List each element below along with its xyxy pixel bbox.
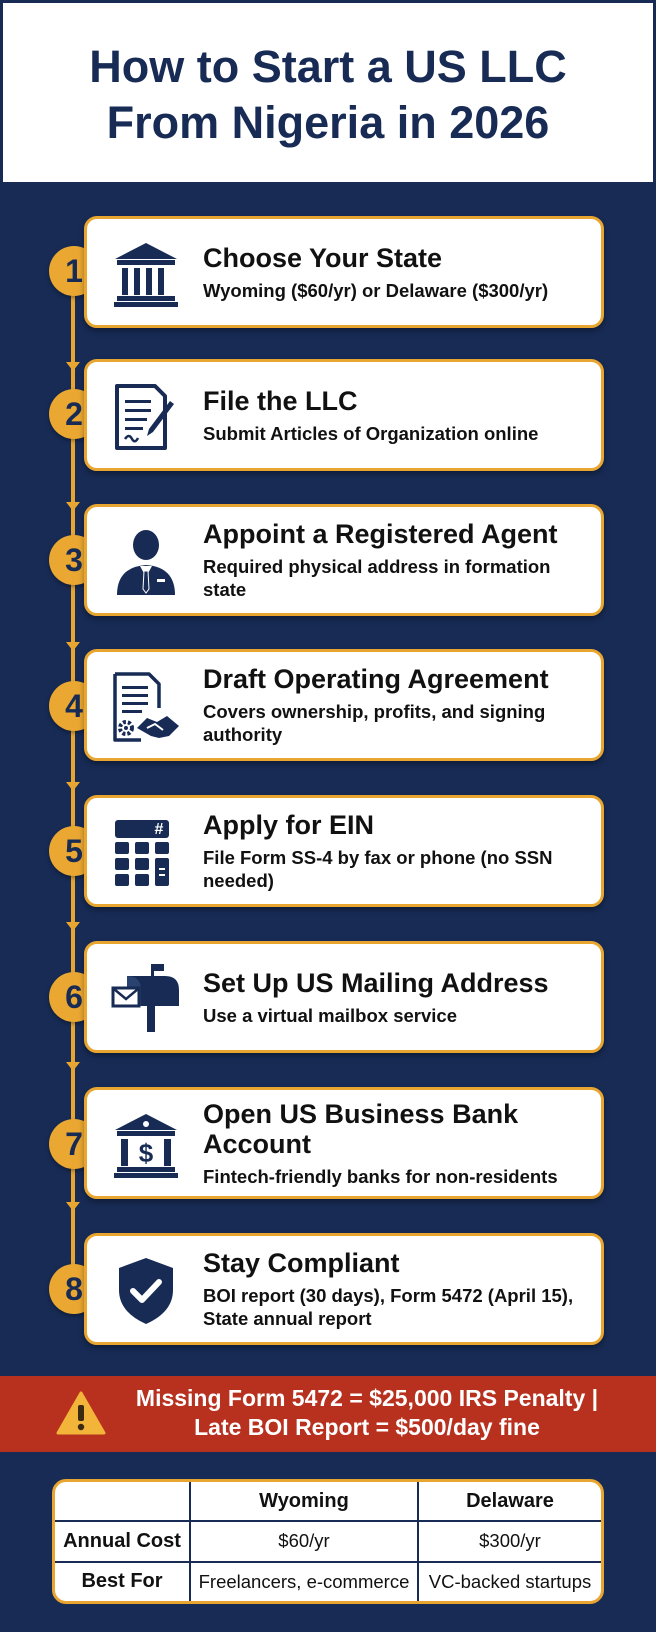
title-line-1: How to Start a US LLC [89, 41, 567, 92]
step-title: File the LLC [203, 385, 358, 416]
step-title: Draft Operating Agreement [203, 664, 549, 694]
table-header-row: Wyoming Delaware [55, 1482, 601, 1523]
step-description: Covers ownership, profits, and signing a… [203, 701, 546, 745]
alert-text: Missing Form 5472 = $25,000 IRS Penalty … [108, 1384, 626, 1442]
mailbox-icon [111, 964, 181, 1034]
table-cell: VC-backed startups [417, 1560, 601, 1601]
agreement-handshake-icon [111, 672, 181, 742]
step-card-2: File the LLC Submit Articles of Organiza… [84, 359, 604, 471]
agent-person-icon [111, 527, 181, 597]
table-row: Annual Cost $60/yr $300/yr [55, 1520, 601, 1563]
step-card-7: $ Open US Business Bank Account Fintech-… [84, 1087, 604, 1199]
table-header-delaware: Delaware [417, 1482, 601, 1523]
step-title: Set Up US Mailing Address [203, 967, 549, 998]
step-description: Wyoming ($60/yr) or Delaware ($300/yr) [203, 279, 549, 301]
table-cell: $300/yr [417, 1520, 601, 1563]
timeline-arrow [66, 782, 80, 791]
penalty-alert-banner: Missing Form 5472 = $25,000 IRS Penalty … [0, 1376, 656, 1452]
alert-line-1: Missing Form 5472 = $25,000 IRS Penalty … [135, 1385, 599, 1411]
document-pen-icon [111, 382, 181, 452]
timeline-arrow [66, 502, 80, 511]
svg-text:$: $ [139, 1138, 154, 1168]
title-line-2: From Nigeria in 2026 [106, 97, 550, 148]
step-card-8: Stay Compliant BOI report (30 days), For… [84, 1233, 604, 1345]
row-label: Best For [55, 1560, 191, 1601]
step-card-6: Set Up US Mailing Address Use a virtual … [84, 941, 604, 1053]
step-description: Submit Articles of Organization online [203, 422, 539, 444]
alert-line-2: Late BOI Report = $500/day fine [194, 1414, 540, 1440]
state-comparison-table: Wyoming Delaware Annual Cost $60/yr $300… [52, 1479, 604, 1604]
svg-text:#: # [155, 821, 164, 838]
timeline-arrow [66, 922, 80, 931]
page-title: How to Start a US LLC From Nigeria in 20… [3, 39, 653, 151]
timeline-arrow [66, 1062, 80, 1071]
timeline-arrow [66, 362, 80, 371]
calculator-keypad-icon: # [111, 818, 181, 888]
shield-check-icon [111, 1256, 181, 1326]
row-label: Annual Cost [55, 1520, 191, 1563]
courthouse-icon [111, 239, 181, 309]
step-title: Apply for EIN [203, 810, 375, 840]
table-cell: Freelancers, e-commerce [189, 1560, 419, 1601]
step-card-5: # Apply for EIN File Form SS-4 by fax or… [84, 795, 604, 907]
step-title: Stay Compliant [203, 1248, 400, 1278]
step-description: File Form SS-4 by fax or phone (no SSN n… [203, 847, 553, 891]
step-title: Choose Your State [203, 242, 443, 273]
timeline-arrow [66, 642, 80, 651]
table-row: Best For Freelancers, e-commerce VC-back… [55, 1560, 601, 1601]
step-card-4: Draft Operating Agreement Covers ownersh… [84, 649, 604, 761]
step-card-1: Choose Your State Wyoming ($60/yr) or De… [84, 216, 604, 328]
table-header-cell [55, 1482, 191, 1523]
bank-dollar-icon: $ [111, 1110, 181, 1180]
step-description: Use a virtual mailbox service [203, 1004, 457, 1026]
warning-triangle-icon [56, 1390, 106, 1436]
step-title: Open US Business Bank Account [203, 1098, 519, 1159]
table-header-wyoming: Wyoming [189, 1482, 419, 1523]
table-cell: $60/yr [189, 1520, 419, 1563]
header: How to Start a US LLC From Nigeria in 20… [0, 0, 656, 182]
timeline-arrow [66, 1202, 80, 1211]
step-title: Appoint a Registered Agent [203, 519, 558, 549]
step-description: Fintech-friendly banks for non-residents [203, 1165, 558, 1187]
step-description: BOI report (30 days), Form 5472 (April 1… [203, 1285, 574, 1329]
step-card-3: Appoint a Registered Agent Required phys… [84, 504, 604, 616]
step-description: Required physical address in formation s… [203, 556, 551, 600]
